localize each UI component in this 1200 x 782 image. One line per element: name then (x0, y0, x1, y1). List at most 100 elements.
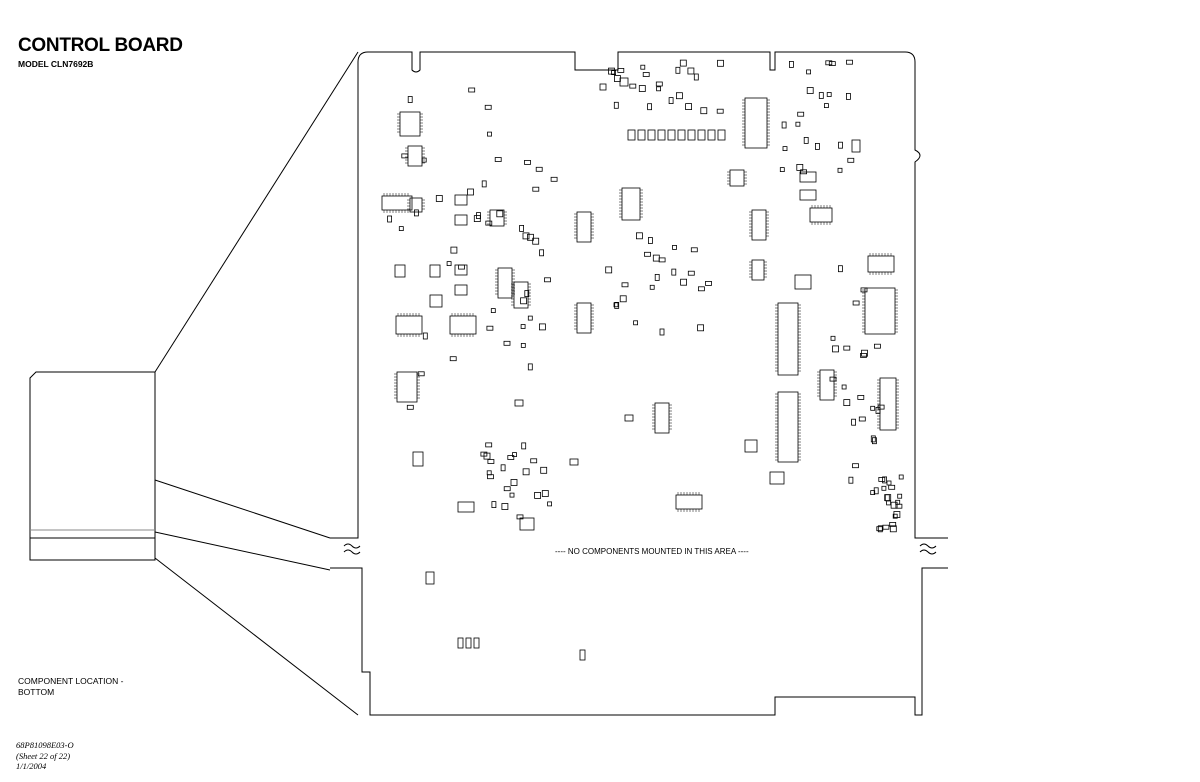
passive-footprint (446, 261, 452, 267)
passive-footprint (401, 153, 409, 159)
ic-footprint (675, 494, 703, 510)
ic-pins (775, 304, 801, 372)
passive-footprint (527, 233, 534, 241)
passive-footprint (852, 463, 859, 469)
ic-pins (677, 492, 700, 512)
passive-footprint (825, 60, 833, 66)
passive-footprint (638, 85, 646, 92)
passive-footprint (387, 215, 393, 223)
passive-footprint (503, 486, 511, 492)
passive-footprint (494, 157, 502, 162)
passive-footprint (829, 376, 837, 382)
passive-footprint (496, 210, 504, 218)
passive-footprint (491, 501, 497, 509)
passive-footprint (806, 69, 811, 75)
passive-footprint (877, 525, 883, 533)
passive-footprint (789, 61, 794, 68)
sheet-number: (Sheet 22 of 22) (16, 750, 71, 761)
passive-footprint (520, 324, 526, 329)
passive-footprint (672, 244, 677, 250)
ic-pins (749, 211, 769, 237)
ic-pins (862, 289, 898, 333)
ic-pins (652, 404, 672, 430)
passive-footprint (486, 470, 492, 476)
passive-footprint (421, 157, 427, 163)
passive-footprint (636, 232, 643, 240)
passive-footprint (803, 136, 809, 144)
passive-footprint (687, 67, 695, 75)
component-footprint (473, 637, 480, 649)
component-footprint (454, 284, 468, 296)
passive-footprint (837, 167, 843, 173)
passive-footprint (872, 437, 877, 445)
passive-footprint (832, 345, 839, 353)
passive-footprint (852, 300, 860, 306)
passive-footprint (648, 237, 653, 244)
document-info: 68P81098E03-O (Sheet 22 of 22) 1/1/2004 (16, 740, 74, 772)
passive-footprint (861, 349, 868, 357)
passive-footprint (642, 72, 650, 77)
passive-footprint (892, 513, 898, 519)
passive-footprint (898, 474, 904, 480)
passive-footprint (828, 61, 836, 66)
passive-footprint (629, 83, 637, 89)
passive-footprint (680, 278, 687, 286)
passive-footprint (547, 501, 552, 507)
passive-footprint (486, 325, 494, 331)
passive-footprint (795, 121, 801, 127)
passive-footprint (484, 104, 492, 110)
passive-footprint (654, 273, 660, 281)
passive-footprint (541, 490, 549, 497)
ic-pins (511, 283, 531, 306)
passive-footprint (878, 476, 886, 482)
passive-footprint (685, 103, 692, 110)
passive-footprint (550, 176, 558, 182)
passive-footprint (870, 405, 876, 411)
component-footprint (425, 571, 435, 585)
no-components-banner: ---- NO COMPONENTS MOUNTED IN THIS AREA … (552, 547, 752, 556)
passive-footprint (838, 141, 843, 149)
passive-footprint (797, 111, 805, 117)
ic-footprint (399, 111, 421, 137)
break-mark-left (343, 543, 361, 555)
passive-footprint (874, 343, 881, 349)
component-footprint (457, 501, 475, 513)
passive-footprint (483, 452, 491, 460)
passive-footprint (467, 188, 474, 196)
passive-footprint (614, 301, 620, 309)
passive-footprint (656, 86, 661, 92)
passive-footprint (407, 96, 413, 103)
passive-footprint (512, 452, 517, 458)
passive-footprint (500, 464, 506, 472)
passive-footprint (522, 468, 530, 476)
ic-pins (574, 304, 594, 330)
resistor-footprint (627, 129, 636, 141)
passive-footprint (487, 131, 492, 137)
component-footprint (394, 264, 406, 278)
passive-footprint (876, 526, 884, 532)
passive-footprint (398, 226, 404, 232)
passive-footprint (524, 290, 530, 298)
passive-footprint (716, 108, 724, 114)
passive-footprint (897, 493, 903, 499)
component-location-label: COMPONENT LOCATION - BOTTOM (18, 676, 124, 697)
passive-footprint (534, 491, 541, 499)
ic-footprint (621, 187, 641, 221)
doc-number: 68P81098E03-O (16, 740, 74, 750)
passive-footprint (843, 345, 851, 351)
ic-footprint (729, 169, 745, 187)
passive-footprint (886, 480, 892, 486)
passive-footprint (857, 394, 865, 400)
passive-footprint (781, 121, 787, 129)
passive-footprint (417, 371, 425, 377)
passive-footprint (449, 356, 457, 362)
passive-footprint (640, 64, 646, 70)
component-footprint (514, 399, 524, 407)
passive-footprint (698, 286, 705, 292)
ic-footprint (396, 371, 418, 403)
ic-pins (407, 199, 425, 210)
passive-footprint (826, 92, 832, 97)
passive-footprint (647, 103, 652, 111)
passive-footprint (530, 458, 538, 464)
